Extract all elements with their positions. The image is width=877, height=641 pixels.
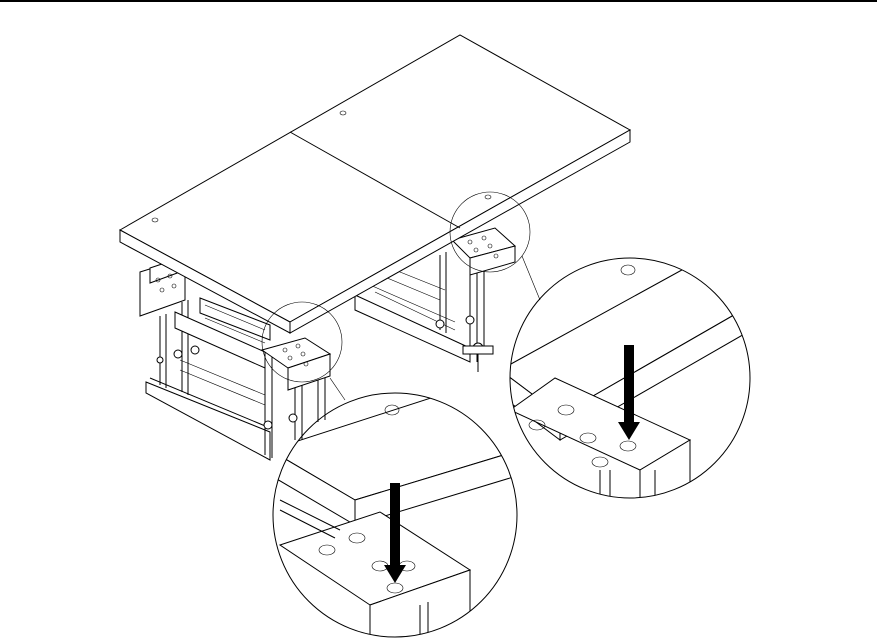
tabletop-panel bbox=[120, 35, 630, 333]
detail-magnifier-left bbox=[270, 393, 520, 641]
